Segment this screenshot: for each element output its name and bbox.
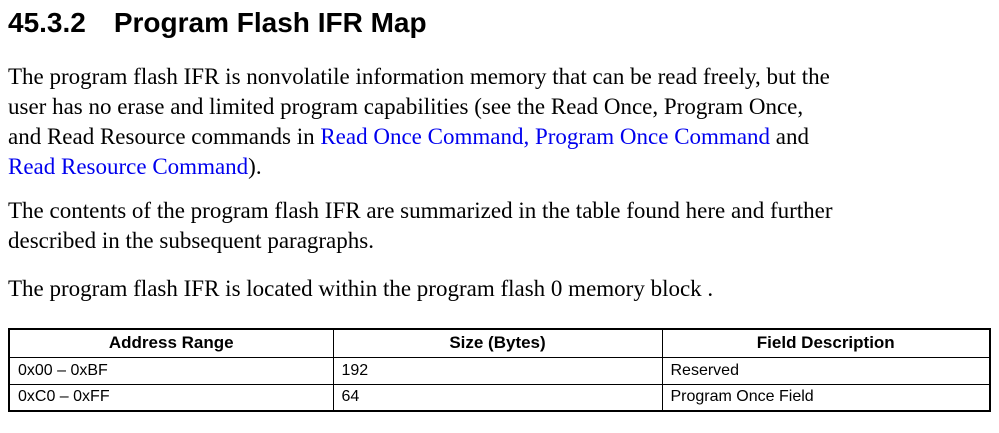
text-line: user has no erase and limited program ca… [8, 92, 990, 122]
text-line: The contents of the program flash IFR ar… [8, 196, 990, 226]
text-line: The program flash IFR is located within … [8, 274, 990, 304]
column-header: Field Description [661, 328, 991, 358]
text-line: The program flash IFR is nonvolatile inf… [8, 62, 990, 92]
table-cell: 0xC0 – 0xFF [8, 383, 334, 412]
section-title: Program Flash IFR Map [113, 7, 427, 38]
text-segment: user has no erase and limited program ca… [8, 94, 804, 119]
column-header: Size (Bytes) [332, 328, 663, 358]
read-once-command-link[interactable]: Read Once Command, [320, 124, 530, 149]
paragraph-location: The program flash IFR is located within … [8, 274, 990, 304]
table-cell: 0x00 – 0xBF [8, 356, 334, 385]
text-segment: ). [248, 154, 262, 179]
text-line: described in the subsequent paragraphs. [8, 226, 990, 256]
section-number: 45.3.2 [8, 7, 86, 38]
text-segment: The program flash IFR is located within … [8, 276, 714, 301]
table-cell: 192 [332, 356, 663, 385]
program-once-command-link[interactable]: Program Once Command [534, 124, 771, 149]
text-segment: and Read Resource commands in [8, 124, 321, 149]
table-cell: Reserved [661, 356, 991, 385]
text-line: and Read Resource commands in Read Once … [8, 122, 990, 152]
text-segment: described in the subsequent paragraphs. [8, 228, 374, 253]
section-heading: 45.3.2 Program Flash IFR Map [8, 6, 990, 40]
table-cell: Program Once Field [661, 383, 991, 412]
table-cell: 64 [332, 383, 663, 412]
text-line: Read Resource Command). [8, 152, 990, 182]
text-segment: and [770, 124, 810, 149]
paragraph-contents: The contents of the program flash IFR ar… [8, 196, 990, 256]
text-segment: The contents of the program flash IFR ar… [8, 198, 833, 223]
text-segment: The program flash IFR is nonvolatile inf… [8, 64, 830, 89]
column-header: Address Range [8, 328, 334, 358]
read-resource-command-link[interactable]: Read Resource Command [8, 154, 249, 179]
paragraph-intro: The program flash IFR is nonvolatile inf… [8, 62, 990, 182]
